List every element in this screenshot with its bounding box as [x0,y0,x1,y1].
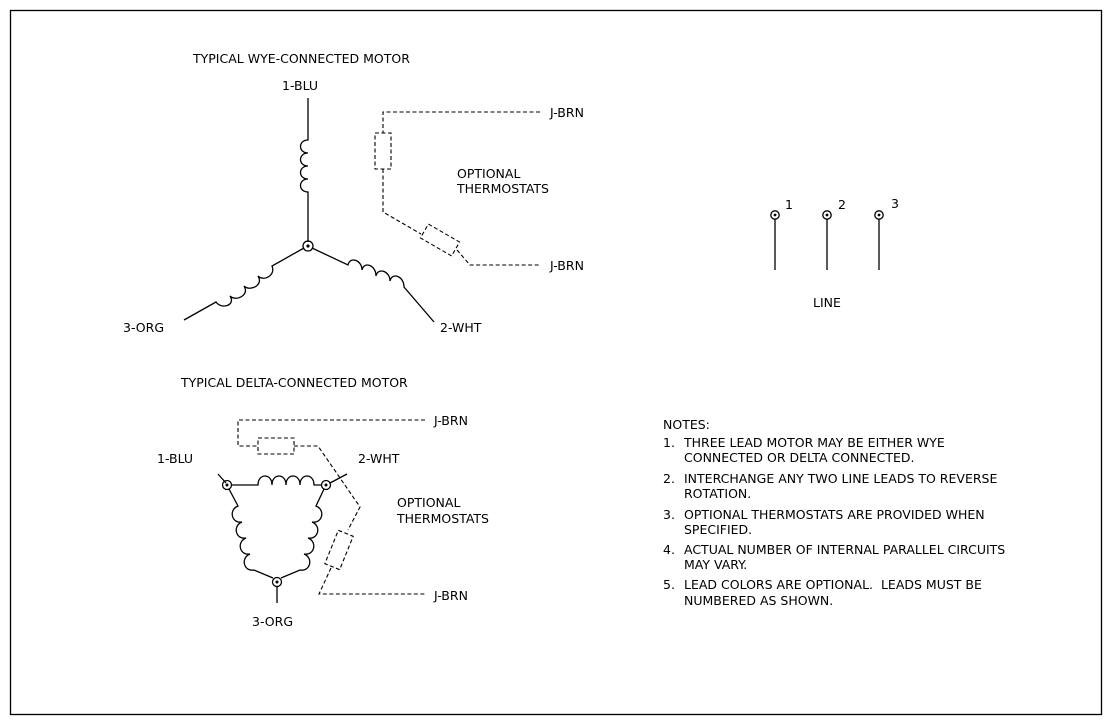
delta-terminal-1-dot [225,483,229,487]
wye-motor-diagram: TYPICAL WYE-CONNECTED MOTOR 1-BLU 2-WHT … [123,51,584,335]
delta-lead-2-label: 2-WHT [358,451,400,466]
delta-thermostat-label-line1: OPTIONAL [397,495,460,510]
note-4-line2: MAY VARY. [684,557,747,572]
line-terminals: 1 2 3 LINE [770,196,899,310]
delta-thermostat-2 [324,529,354,571]
wye-lead-2-label: 2-WHT [440,320,482,335]
wye-winding-2 [311,247,435,323]
wye-thermostat-label-line1: OPTIONAL [457,166,520,181]
delta-thermostat-label-line2: THERMOSTATS [396,511,489,526]
wye-jbrn-bottom-label: J-BRN [549,258,584,273]
delta-terminal-3-dot [275,580,279,584]
line-terminal-2-dot [825,213,829,217]
wye-lead-3-label: 3-ORG [123,320,164,335]
wye-thermostat-link [382,169,422,235]
delta-winding-left [228,488,274,579]
wye-neutral-dot [306,244,310,248]
note-2-line1: INTERCHANGE ANY TWO LINE LEADS TO REVERS… [684,471,997,486]
delta-lead-1-label: 1-BLU [157,451,193,466]
delta-thermostat-1 [257,437,295,455]
delta-thermostat-link [294,445,361,531]
wye-thermostat-lead-top [382,111,540,133]
note-5-line2: NUMBERED AS SHOWN. [684,593,833,608]
wye-winding-3 [183,247,305,321]
line-label: LINE [813,295,841,310]
wye-thermostat-label-line2: THERMOSTATS [456,181,549,196]
delta-thermostat-lead-top [237,419,425,447]
wye-lead-1-label: 1-BLU [282,78,318,93]
delta-terminal-2-dot [324,483,328,487]
wye-title: TYPICAL WYE-CONNECTED MOTOR [192,51,410,66]
note-4-line1: ACTUAL NUMBER OF INTERNAL PARALLEL CIRCU… [684,542,1005,557]
notes-heading: NOTES: [663,417,710,432]
note-4-number: 4. [663,542,675,557]
delta-lead-3-label: 3-ORG [252,614,293,629]
note-3-line2: SPECIFIED. [684,522,752,537]
line-terminal-1-dot [773,213,777,217]
delta-winding-top [231,475,322,486]
note-3-number: 3. [663,507,675,522]
delta-terminal-2 [320,479,332,491]
wye-jbrn-top-label: J-BRN [549,105,584,120]
delta-lead-2-wire [329,473,348,484]
delta-jbrn-bottom-label: J-BRN [433,588,468,603]
note-5-number: 5. [663,577,675,592]
note-5-line1: LEAD COLORS ARE OPTIONAL. LEADS MUST BE [684,577,982,592]
wye-neutral-point [302,240,314,252]
delta-jbrn-top-label: J-BRN [433,413,468,428]
note-1-line2: CONNECTED OR DELTA CONNECTED. [684,450,915,465]
notes-block: NOTES: 1. THREE LEAD MOTOR MAY BE EITHER… [663,417,1005,608]
wye-thermostat-1 [374,132,392,170]
delta-terminal-1 [221,479,233,491]
line-terminal-3-label: 3 [891,196,899,211]
note-2-number: 2. [663,471,675,486]
line-terminal-2-label: 2 [838,197,846,212]
note-2-line2: ROTATION. [684,486,751,501]
line-terminal-3-dot [877,213,881,217]
note-1-line1: THREE LEAD MOTOR MAY BE EITHER WYE [683,435,945,450]
delta-title: TYPICAL DELTA-CONNECTED MOTOR [180,375,408,390]
note-3-line1: OPTIONAL THERMOSTATS ARE PROVIDED WHEN [684,507,985,522]
wye-thermostat-lead-bottom [456,249,540,266]
line-terminal-1-label: 1 [785,197,793,212]
note-1-number: 1. [663,435,675,450]
wye-thermostat-2 [419,223,461,257]
delta-winding-right [280,488,325,579]
delta-thermostat-lead-bottom [318,567,425,595]
wye-winding-1 [299,98,309,242]
delta-terminal-3 [271,576,283,588]
delta-motor-diagram: TYPICAL DELTA-CONNECTED MOTOR 1-BLU 2-WH… [157,375,489,629]
drawing-border [9,9,1103,716]
